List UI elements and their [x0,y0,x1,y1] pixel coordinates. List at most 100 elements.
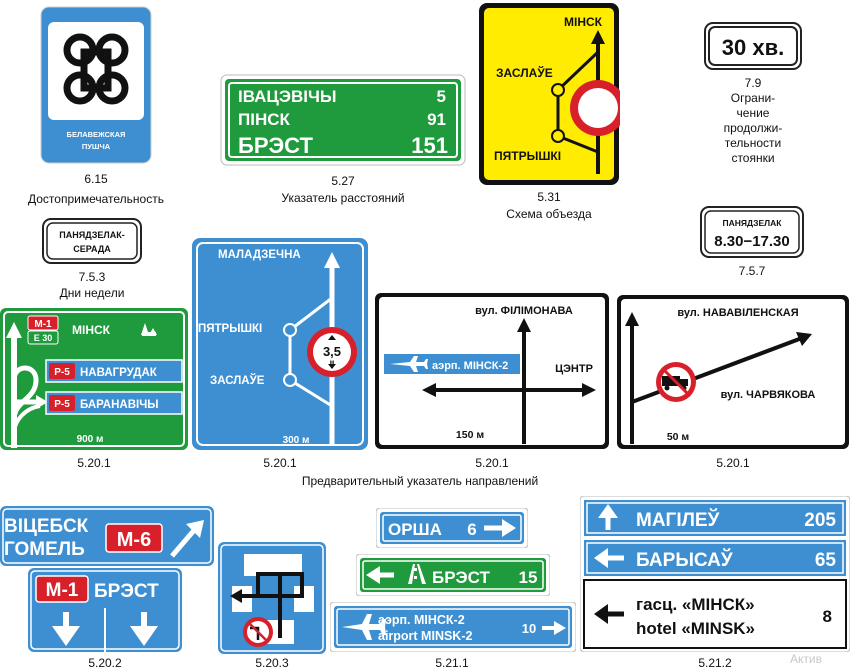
distance-label: 900 м [77,434,104,445]
distance-km: 6 [467,520,476,539]
route-badge-m: М-1 [46,580,79,601]
sign-5-27: ІВАЦЭВІЧЫ 5 ПІНСК 91 БРЭСТ 151 [220,74,466,166]
sign-number: 5.20.1 [77,456,111,470]
industrial-zone-icon [141,323,157,336]
sign-6-15-graphic: БЕЛАВЕЖСКАЯ ПУШЧА [40,6,152,164]
sign-5-20-2-lower: М-1 БРЭСТ [28,568,182,652]
arrow-right-icon [484,519,516,537]
sign-5-20-3 [218,542,326,654]
route-badge-m: М-1 [34,319,52,330]
arrow-left-icon [594,604,624,624]
dest-label: БАРАНАВІЧЫ [80,399,159,411]
sign-caption: Достопримечательность [28,192,164,206]
sign-5-31: МІНСК ЗАСЛАЎЕ ПЯТРЫШКІ [478,2,626,186]
detour-top-label: МІНСК [564,15,603,29]
route-badge-e: Е 30 [34,333,53,343]
sign-number: 7.5.7 [738,264,766,278]
arrow-up-right-icon [170,520,204,558]
sign-number: 5.27 [331,174,355,188]
arrow-down-icon [52,612,80,646]
sign-7-5-3: ПАНЯДЗЕЛАК- СЕРАДА [42,218,142,264]
airplane-icon [390,356,428,372]
airport-label: аэрп. МІНСК-2 [378,613,465,627]
distance-label: 300 м [283,435,310,446]
sign-5-20-1-blue: МАЛАДЗЕЧНА 3,5 м ПЯТРЫШКІ ЗАСЛАЎЕ 300 м [192,238,368,450]
sign-7-9: 30 хв. [704,22,802,70]
street-label: вул. ЧАРВЯКОВА [721,389,816,401]
dest-label: БРЭСТ [432,568,491,587]
route-badge-p: Р-5 [54,367,70,378]
left-destination: ЗАСЛАЎЕ [210,374,265,387]
hotel-label-en: hotel «MINSK» [636,619,755,638]
distance-label: 150 м [456,429,484,441]
dest-label: ВІЦЕБСК [4,516,89,537]
sign-5-21-1-brest: БРЭСТ 15 [355,553,551,597]
dest-label: МАГІЛЕЎ [636,509,720,531]
arrow-up-icon [598,504,618,530]
distance-km: 205 [804,510,836,531]
height-limit-icon [307,327,357,377]
route-badge-p: Р-5 [54,399,70,410]
height-limit-value: 3,5 [323,344,341,359]
height-limit-unit: м [330,360,335,366]
sign-number: 5.20.1 [263,456,297,470]
dest-label: МІНСК [72,323,111,337]
airport-label: аэрп. МІНСК-2 [432,360,508,372]
sign-number: 5.31 [537,190,561,204]
sign-5-20-1-white-a: вул. ФІЛІМОНАВА аэрп. МІНСК-2 ЦЭНТР 150 … [374,292,610,450]
dest-label: НАВАГРУДАК [80,367,158,379]
detour-left-label: ЗАСЛАЎЕ [496,65,553,80]
sign-number: 7.5.3 [78,270,106,284]
sign-caption-line: Ограни- [730,91,776,105]
sign-caption-line: чение [736,106,770,120]
sign-5-21-1-orsha: ОРША 6 [375,507,529,549]
no-entry-circle-icon [570,80,626,136]
distance-km: 65 [815,550,837,571]
street-label: вул. ФІЛІМОНАВА [475,305,573,317]
distance-km: 10 [522,621,536,636]
sign-caption-line: тельности [724,136,782,150]
sign-caption-line: стоянки [731,151,775,165]
schedule-day: ПАНЯДЗЕЛАК [723,218,783,228]
hotel-label: гасц. «МІНСК» [636,595,755,614]
sign-number: 5.21.1 [435,656,469,670]
detour-bottom-label: ПЯТРЫШКІ [494,149,561,163]
sign-number: 5.20.2 [88,656,122,670]
distance-km: 15 [519,568,538,587]
parking-limit-text: 30 хв. [722,35,784,60]
distance-km: 8 [823,607,832,626]
sign-number: 5.20.1 [716,456,750,470]
sign-caption: Указатель расстояний [281,191,405,205]
arrow-left-icon [366,566,394,584]
distance-row-name: ПІНСК [238,110,290,129]
distance-row-km: 151 [411,133,448,158]
sign-caption: Схема объезда [506,207,592,221]
sign-5-20-1-white-b: вул. НАВАВІЛЕНСКАЯ вул. ЧАРВЯКОВА 50 м [616,294,850,450]
dest-label: БРЭСТ [94,581,159,602]
no-left-turn-icon [243,617,273,647]
distance-row-name: ІВАЦЭВІЧЫ [238,87,337,106]
watermark: Актив [790,652,822,666]
sign-5-21-2: МАГІЛЕЎ 205 БАРЫСАЎ 65 гасц. «МІНСК» hot… [579,495,851,653]
sign-6-15: БЕЛАВЕЖСКАЯ ПУШЧА [40,6,152,164]
sign-5-20-1-green: М-1 Е 30 МІНСК Р-5 НАВАГРУДАК Р-5 БАРАНА… [0,308,188,450]
inscription-line2: ПУШЧА [82,142,111,151]
street-label: вул. НАВАВІЛЕНСКАЯ [677,307,798,319]
no-trucks-icon [656,362,696,402]
route-badge-m: М-6 [117,529,151,551]
distance-label: 50 м [667,431,690,443]
weekday-line1: ПАНЯДЗЕЛАК- [59,230,124,240]
airport-label-en: airport MINSK-2 [378,629,473,643]
sign-caption: Дни недели [59,286,125,300]
sign-7-5-7: ПАНЯДЗЕЛАК 8.30−17.30 [700,206,804,258]
left-destination: ПЯТРЫШКІ [198,323,262,335]
arrow-down-icon [130,612,158,646]
group-caption: Предварительный указатель направлений [301,474,539,488]
dest-label: БАРЫСАЎ [636,549,733,571]
sign-number: 5.20.1 [475,456,509,470]
arrow-left-icon [594,548,624,568]
sign-number: 6.15 [84,172,108,186]
distance-row-name: БРЭСТ [238,133,313,158]
weekday-line2: СЕРАДА [73,244,111,254]
dest-label: ГОМЕЛЬ [4,539,85,560]
